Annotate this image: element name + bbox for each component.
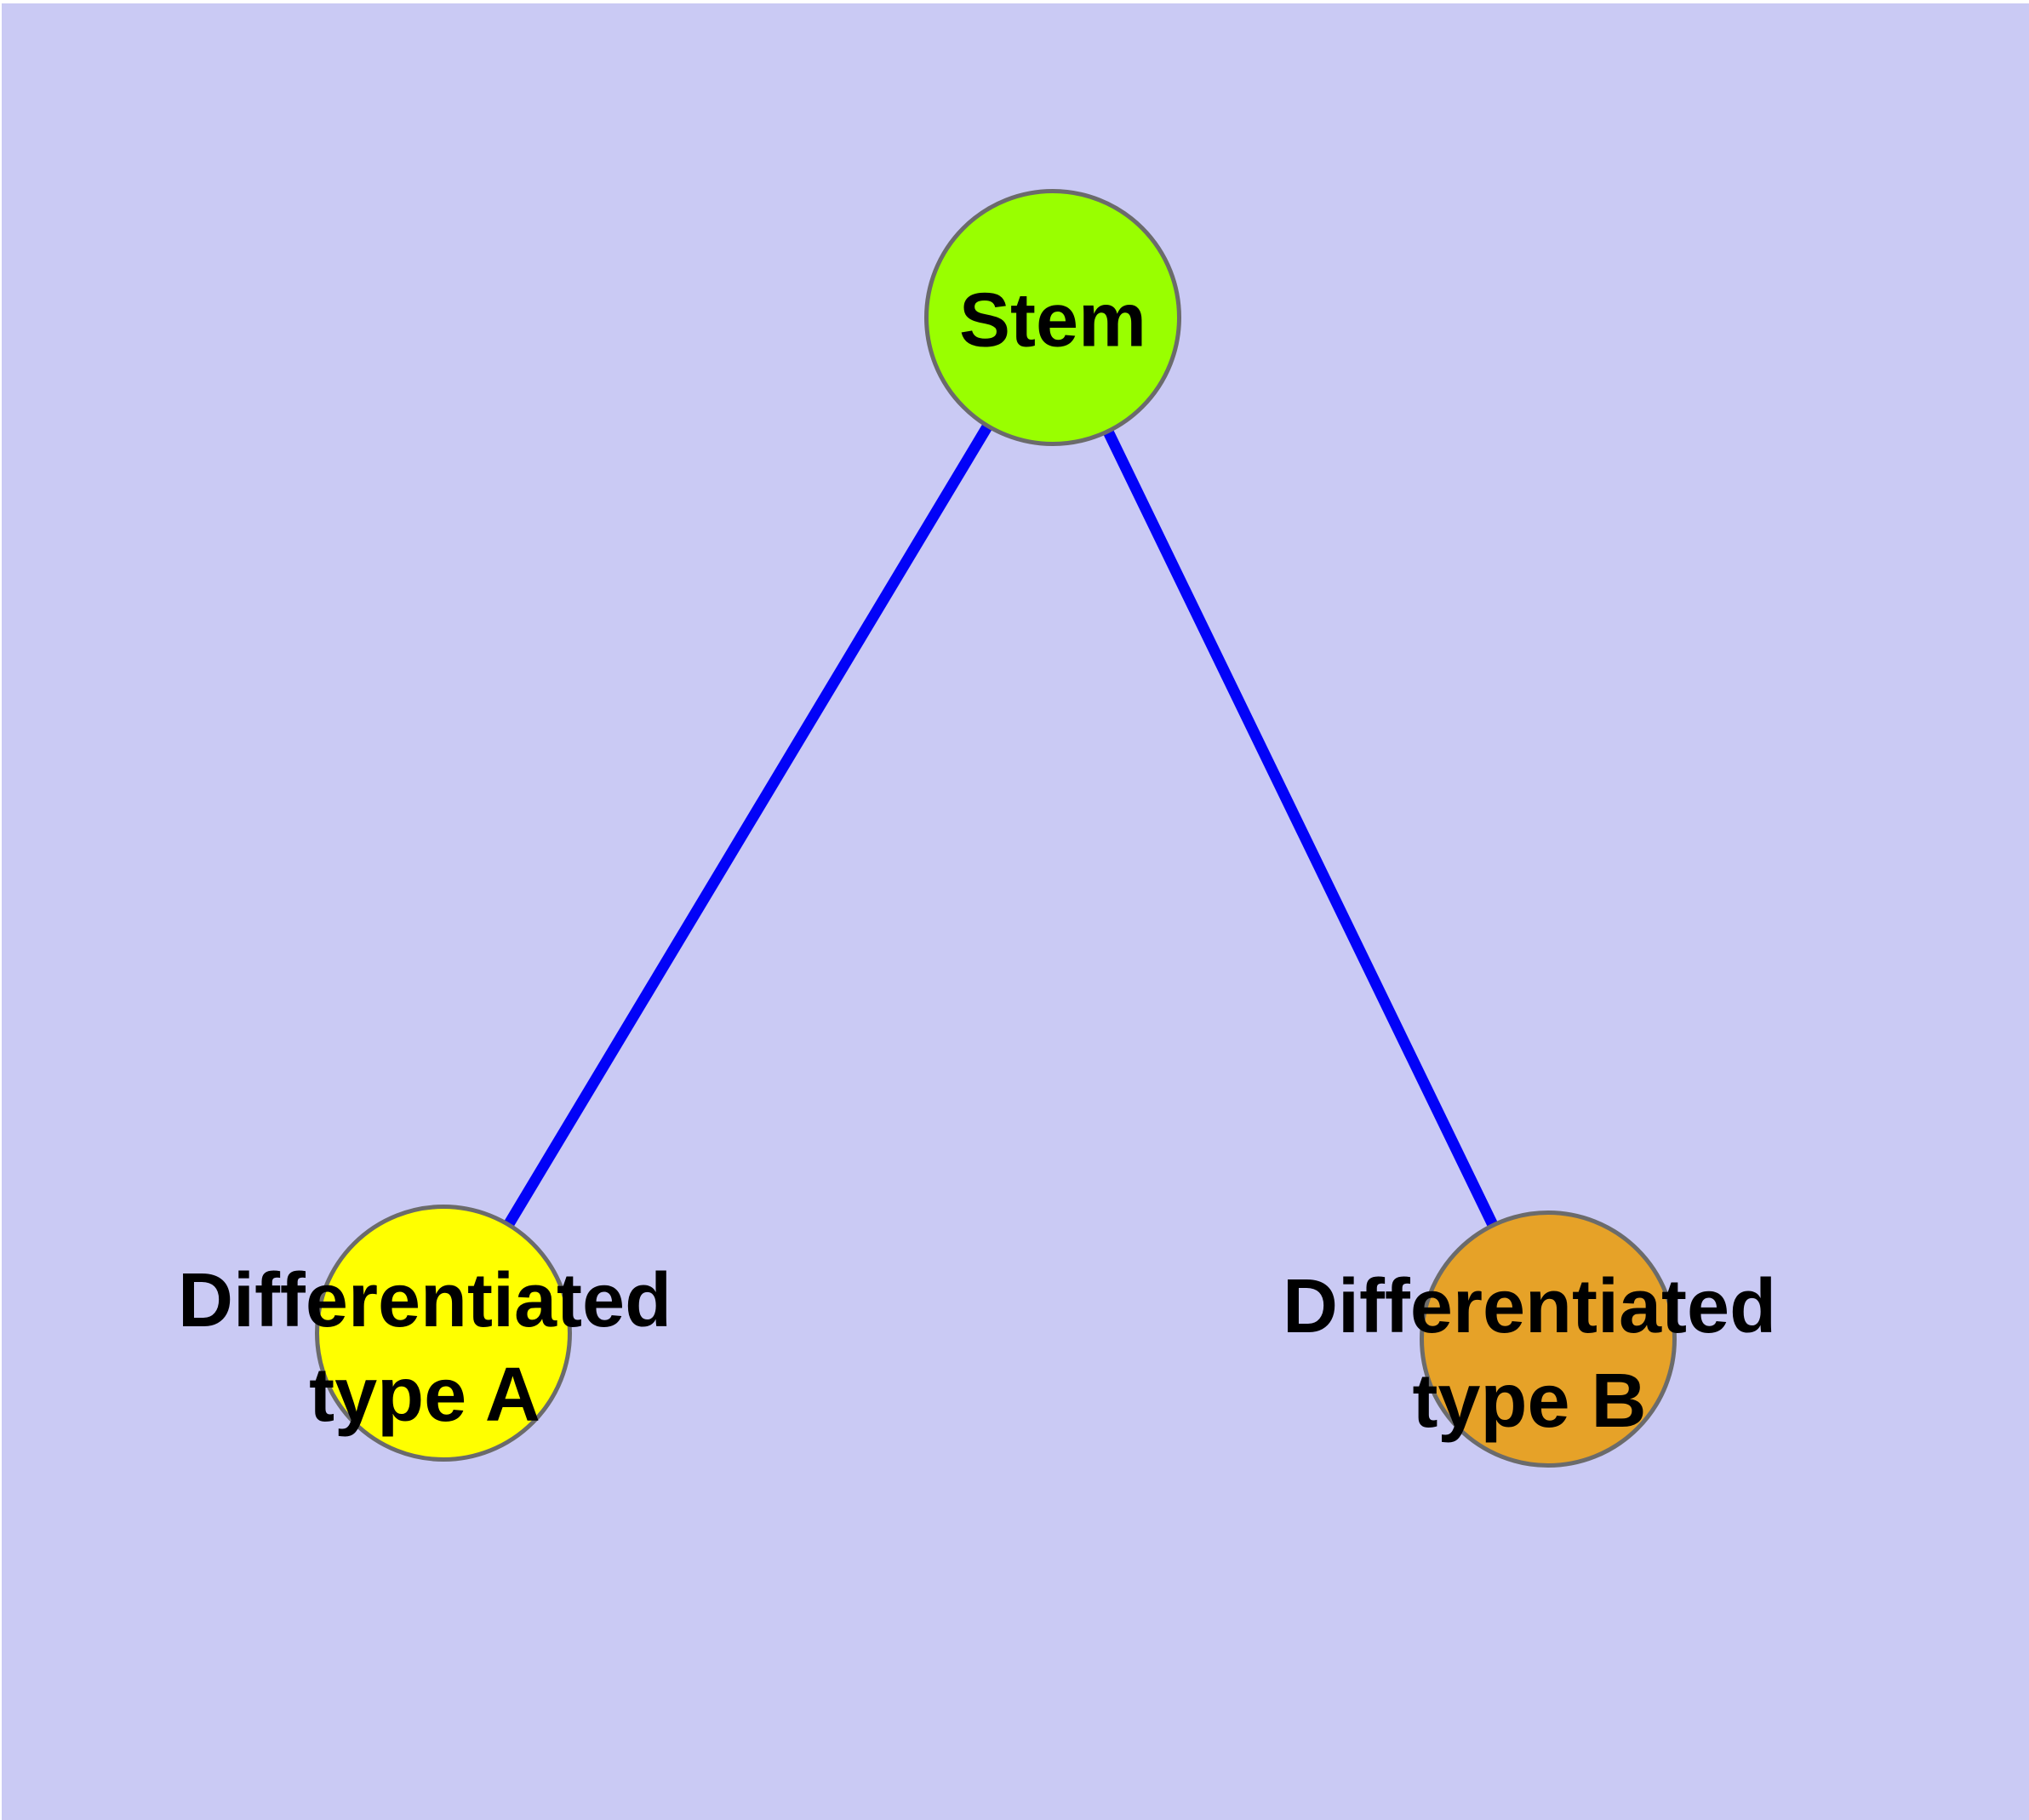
node-differentiated-type-a	[315, 1205, 572, 1462]
node-label-line: Differentiated	[1282, 1264, 1777, 1349]
edge-stem-to-differentiated-type-a	[438, 314, 1058, 1336]
node-label-line: type B	[1412, 1359, 1647, 1444]
node-label-differentiated-type-a: Differentiated type A	[178, 1254, 672, 1443]
node-label-stem: Stem	[959, 274, 1146, 369]
node-label-differentiated-type-b: Differentiated type B	[1283, 1260, 1776, 1449]
node-label-line: type A	[309, 1353, 540, 1438]
page-margin-left	[0, 0, 2, 1820]
page-margin-top	[0, 0, 2029, 3]
node-differentiated-type-b	[1420, 1210, 1677, 1468]
node-label-line: Stem	[958, 278, 1147, 363]
node-stem	[924, 189, 1181, 446]
node-label-line: Differentiated	[177, 1258, 672, 1343]
edge-stem-to-differentiated-type-b	[1048, 315, 1553, 1342]
